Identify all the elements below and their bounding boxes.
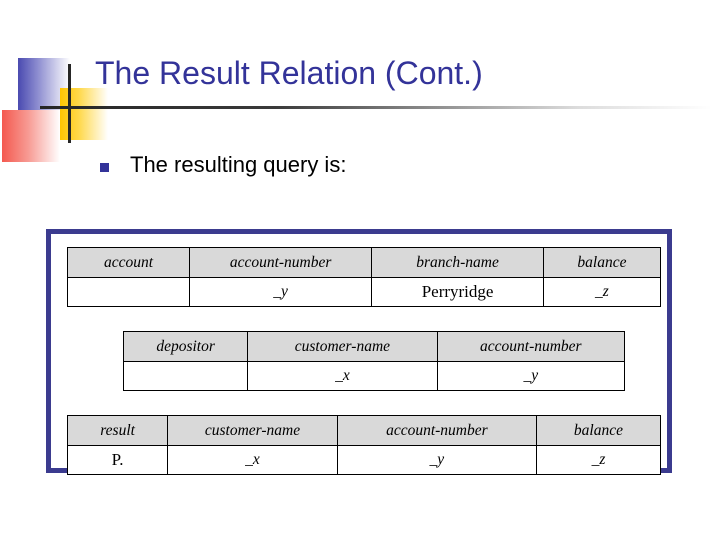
table-row: _y Perryridge _z xyxy=(67,277,662,307)
table-header-cell: account xyxy=(67,247,190,278)
table-header-cell: branch-name xyxy=(371,247,544,278)
table-cell: _x xyxy=(247,361,438,391)
table-cell: Perryridge xyxy=(371,277,544,307)
table-cell: _x xyxy=(167,445,338,475)
table-header-cell: result xyxy=(66,415,169,446)
table-cell: _y xyxy=(436,361,626,391)
table-header-cell: balance xyxy=(535,415,662,446)
table-header-cell: customer-name xyxy=(167,415,338,446)
qbe-table-depositor: depositor customer-name account-number _… xyxy=(122,331,626,391)
table-cell: _z xyxy=(535,445,662,475)
qbe-table-result: result customer-name account-number bala… xyxy=(66,415,662,475)
table-cell: _y xyxy=(336,445,537,475)
header-decoration xyxy=(0,30,200,162)
qbe-query-figure: account account-number branch-name balan… xyxy=(46,229,672,475)
square-bullet-icon xyxy=(100,162,109,172)
table-header-cell: balance xyxy=(542,247,662,278)
table-header-row: account account-number branch-name balan… xyxy=(67,247,662,278)
table-header-cell: account-number xyxy=(188,247,373,278)
table-cell xyxy=(67,277,190,307)
table-row: _x _y xyxy=(122,361,626,391)
table-header-cell: depositor xyxy=(122,331,249,362)
table-cell: _y xyxy=(188,277,373,307)
table-header-row: depositor customer-name account-number xyxy=(122,331,626,362)
bullet-item-label: The resulting query is: xyxy=(130,152,347,177)
table-cell: P. xyxy=(66,445,169,475)
qbe-table-account: account account-number branch-name balan… xyxy=(67,247,662,307)
vertical-rule xyxy=(68,64,71,143)
table-header-cell: customer-name xyxy=(247,331,438,362)
bullet-list-item: The resulting query is: xyxy=(100,152,346,178)
table-header-cell: account-number xyxy=(436,331,626,362)
table-row: P. _x _y _z xyxy=(66,445,662,475)
table-header-cell: account-number xyxy=(336,415,537,446)
horizontal-rule xyxy=(40,106,712,109)
red-gradient-square xyxy=(2,110,60,162)
table-header-row: result customer-name account-number bala… xyxy=(66,415,662,446)
table-cell: _z xyxy=(542,277,662,307)
table-cell xyxy=(122,361,249,391)
page-title: The Result Relation (Cont.) xyxy=(95,55,483,91)
